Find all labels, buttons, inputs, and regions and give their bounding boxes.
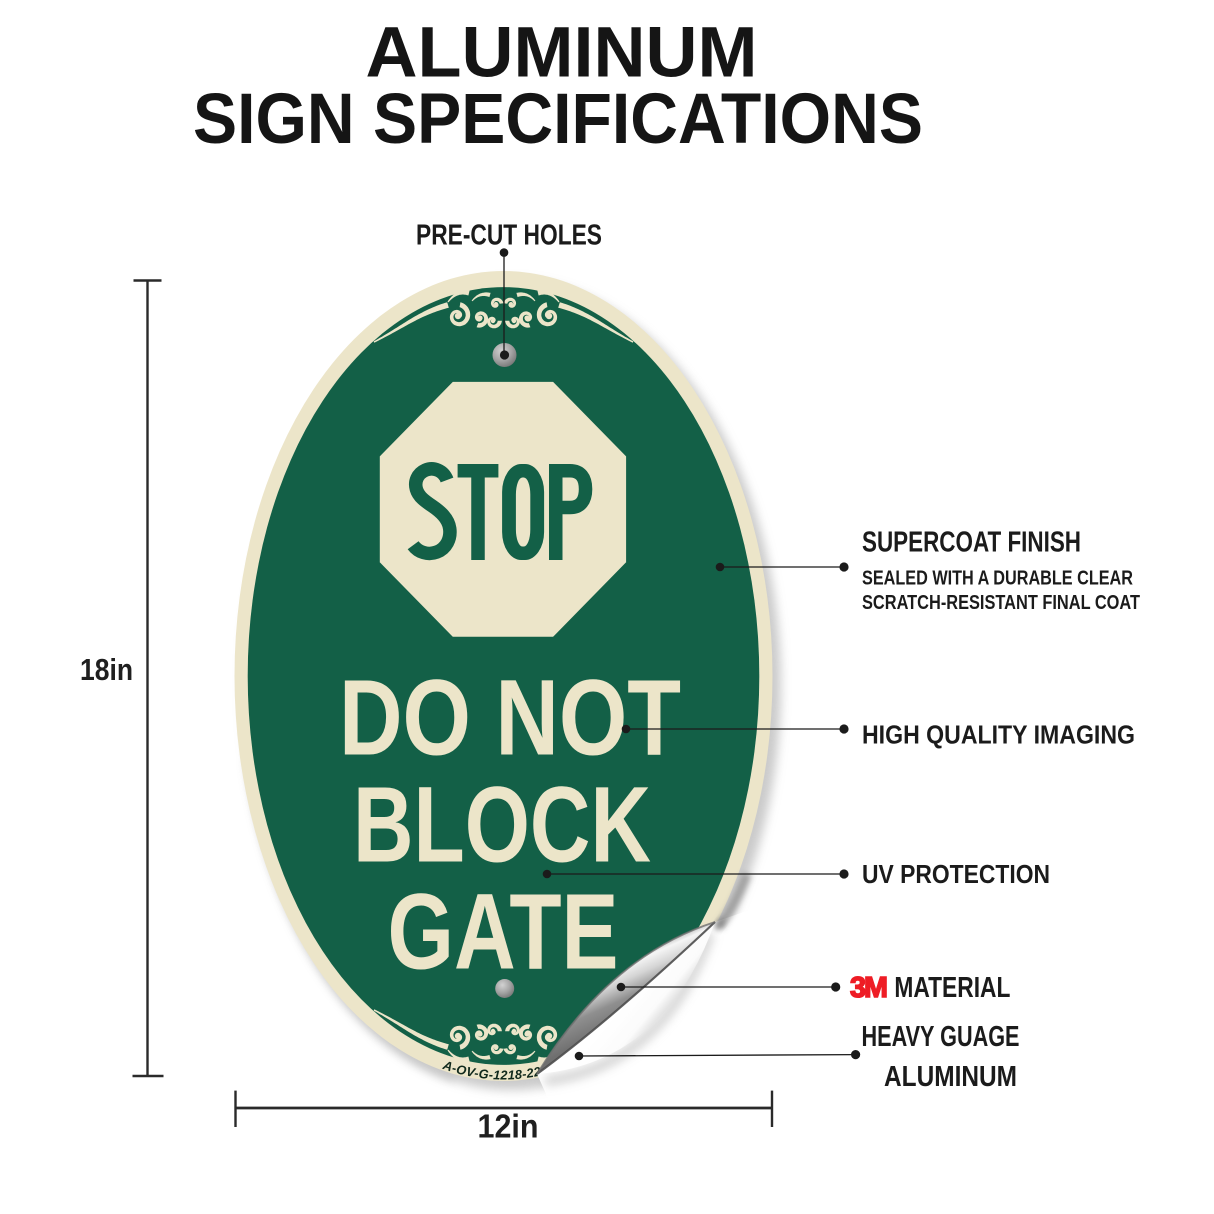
svg-text:HEAVY GUAGE: HEAVY GUAGE [862,1021,1020,1053]
svg-text:PRE-CUT HOLES: PRE-CUT HOLES [416,220,602,252]
svg-text:SEALED WITH A DURABLE CLEAR: SEALED WITH A DURABLE CLEAR [862,567,1133,590]
svg-text:SUPERCOAT FINISH: SUPERCOAT FINISH [862,527,1081,559]
svg-text:18in: 18in [80,652,133,687]
svg-text:ALUMINUM: ALUMINUM [366,13,758,93]
svg-text:BLOCK: BLOCK [353,763,651,884]
svg-text:HIGH QUALITY IMAGING: HIGH QUALITY IMAGING [862,720,1135,750]
svg-text:SIGN SPECIFICATIONS: SIGN SPECIFICATIONS [193,79,923,159]
svg-text:GATE: GATE [388,870,619,991]
svg-text:ALUMINUM: ALUMINUM [884,1061,1017,1093]
svg-text:12in: 12in [478,1107,539,1144]
svg-text:MATERIAL: MATERIAL [894,972,1010,1004]
svg-text:UV PROTECTION: UV PROTECTION [862,859,1050,889]
svg-text:3M: 3M [850,972,887,1004]
svg-text:SCRATCH-RESISTANT FINAL COAT: SCRATCH-RESISTANT FINAL COAT [862,591,1140,614]
svg-text:DO NOT: DO NOT [339,656,681,777]
